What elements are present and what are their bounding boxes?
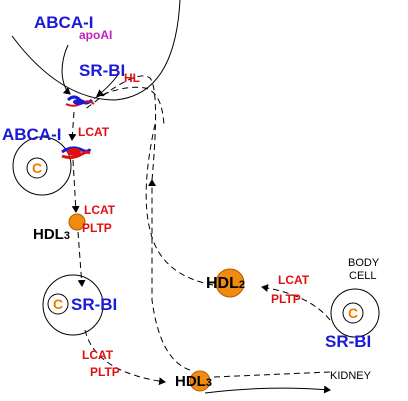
path-hdl2-loop (145, 119, 214, 286)
hdl3-particle-bottom (189, 370, 211, 392)
pltp-hdl3-label: PLTP (82, 221, 112, 235)
lcat-hdl2-label: LCAT (278, 273, 310, 287)
body-cell-nucleus (342, 302, 364, 324)
lcat-bottom-label: LCAT (82, 348, 114, 362)
srbi-mid-label: SR-BI (71, 295, 118, 314)
pltp-bottom-label: PLTP (90, 365, 120, 379)
middle-cell-c-label: C (53, 296, 64, 312)
liver-cell-membrane (11, 0, 181, 101)
apoai-arrow (61, 44, 71, 95)
srbi-top-label: SR-BI (79, 61, 126, 80)
srbi-top-arrow (96, 74, 119, 97)
hdl3-upper-main: HDL (33, 226, 64, 243)
discoidal-hdl-particle (61, 146, 92, 160)
path-hdl3-to-body (213, 371, 331, 378)
hdl2-particle (215, 268, 245, 298)
hdl3-upper-label: HDL3 (33, 227, 70, 242)
hdl3-bottom-sub: 3 (205, 377, 212, 389)
path-loop-top (83, 75, 157, 181)
hdl3-bottom-label: HDL3 (175, 374, 212, 389)
kidney-arrow (204, 385, 331, 394)
hdl3-upper-sub: 3 (63, 230, 70, 242)
upper-cell-outer (12, 136, 72, 196)
hdl2-sub: 2 (238, 279, 246, 291)
path-particle-return (84, 86, 165, 126)
apoai-label: apoAI (79, 28, 113, 42)
kidney-label: KIDNEY (330, 370, 371, 382)
body-label: BODY (348, 257, 380, 269)
middle-cell-outer (42, 274, 104, 336)
abca1-mid-label: ABCA-I (2, 125, 62, 144)
path-nascent-to-disc (68, 111, 77, 141)
hdl2-main: HDL (206, 275, 239, 292)
upper-cell-c-label: C (32, 160, 43, 176)
path-cell-to-bottom-hdl3 (84, 329, 166, 386)
lcat-hdl3-label: LCAT (84, 203, 116, 217)
cell-label: CELL (349, 270, 377, 282)
hl-label: HL (124, 71, 140, 85)
pltp-hdl2-label: PLTP (271, 292, 301, 306)
path-disc-to-hdl3 (71, 159, 80, 213)
body-cell-outer (330, 288, 380, 338)
upper-cell-nucleus (26, 157, 48, 179)
hdl3-bottom-main: HDL (175, 373, 206, 390)
hdl3-particle-upper (68, 213, 86, 231)
nascent-hdl-particle (65, 95, 95, 107)
lcat-top-label: LCAT (78, 125, 110, 139)
path-loop-up (148, 179, 191, 371)
abca1-top-label: ABCA-I (34, 13, 94, 32)
path-body-to-hdl2 (261, 284, 331, 321)
body-cell-c-label: C (348, 305, 359, 321)
path-hdl3-to-cell (77, 231, 86, 287)
srbi-body-label: SR-BI (325, 332, 372, 351)
middle-cell-nucleus (47, 293, 69, 315)
hdl2-label: HDL2 (206, 276, 245, 292)
